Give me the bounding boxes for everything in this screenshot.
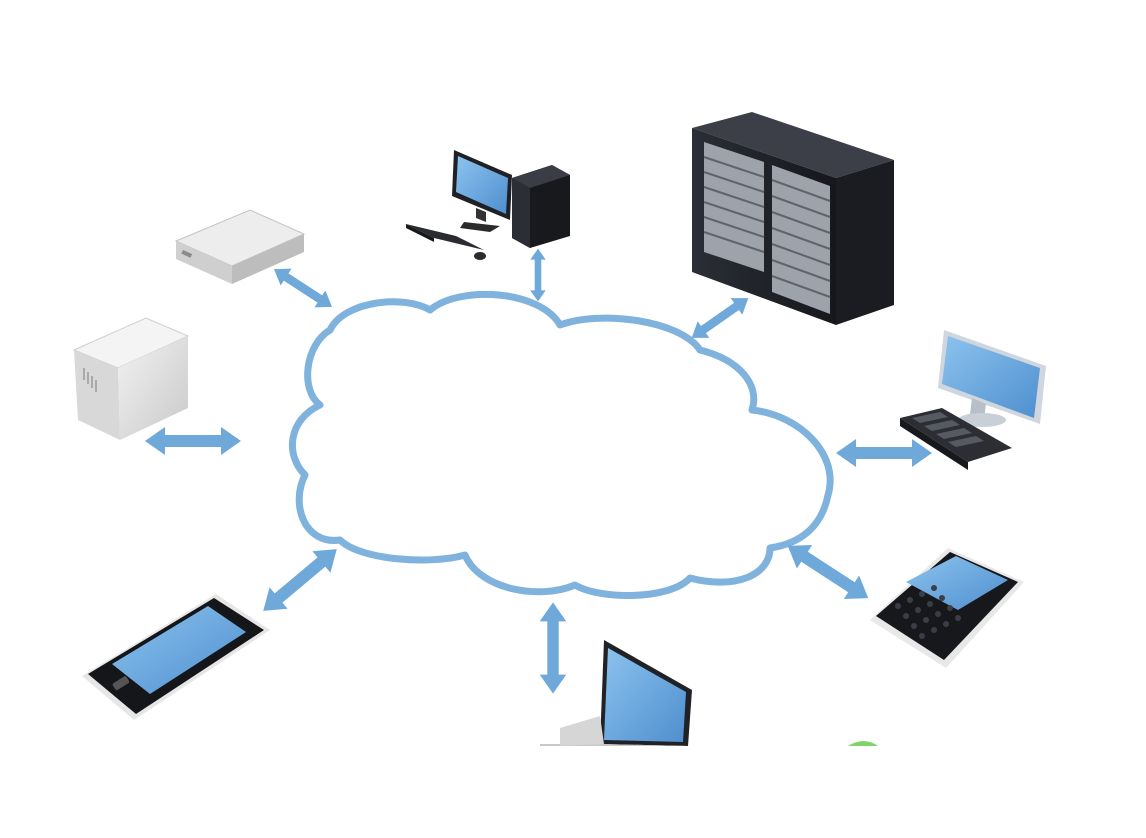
arrow-small-server: [145, 427, 241, 455]
server-rack-icon: [692, 112, 894, 325]
arrow-keyboard-smartphone: [780, 534, 876, 610]
laptop-icon: [540, 640, 692, 746]
arrow-desktop-computer: [530, 248, 546, 302]
monitor-keyboard-icon: [900, 330, 1046, 470]
arrow-touchscreen-smartphone: [254, 538, 346, 622]
arrow-monitor-workstation: [836, 439, 932, 467]
small-server-icon: [72, 317, 190, 440]
partial-green-object: [848, 741, 878, 746]
keyboard-phone-icon: [870, 548, 1024, 668]
arrow-laptop: [539, 602, 567, 694]
cloud-icon: [288, 290, 834, 599]
smartphone-icon: [82, 594, 270, 720]
arrow-server-rack: [685, 289, 755, 347]
arrow-set-top-box: [268, 260, 338, 316]
set-top-box-icon: [174, 209, 306, 284]
desktop-computer-icon: [406, 150, 570, 260]
